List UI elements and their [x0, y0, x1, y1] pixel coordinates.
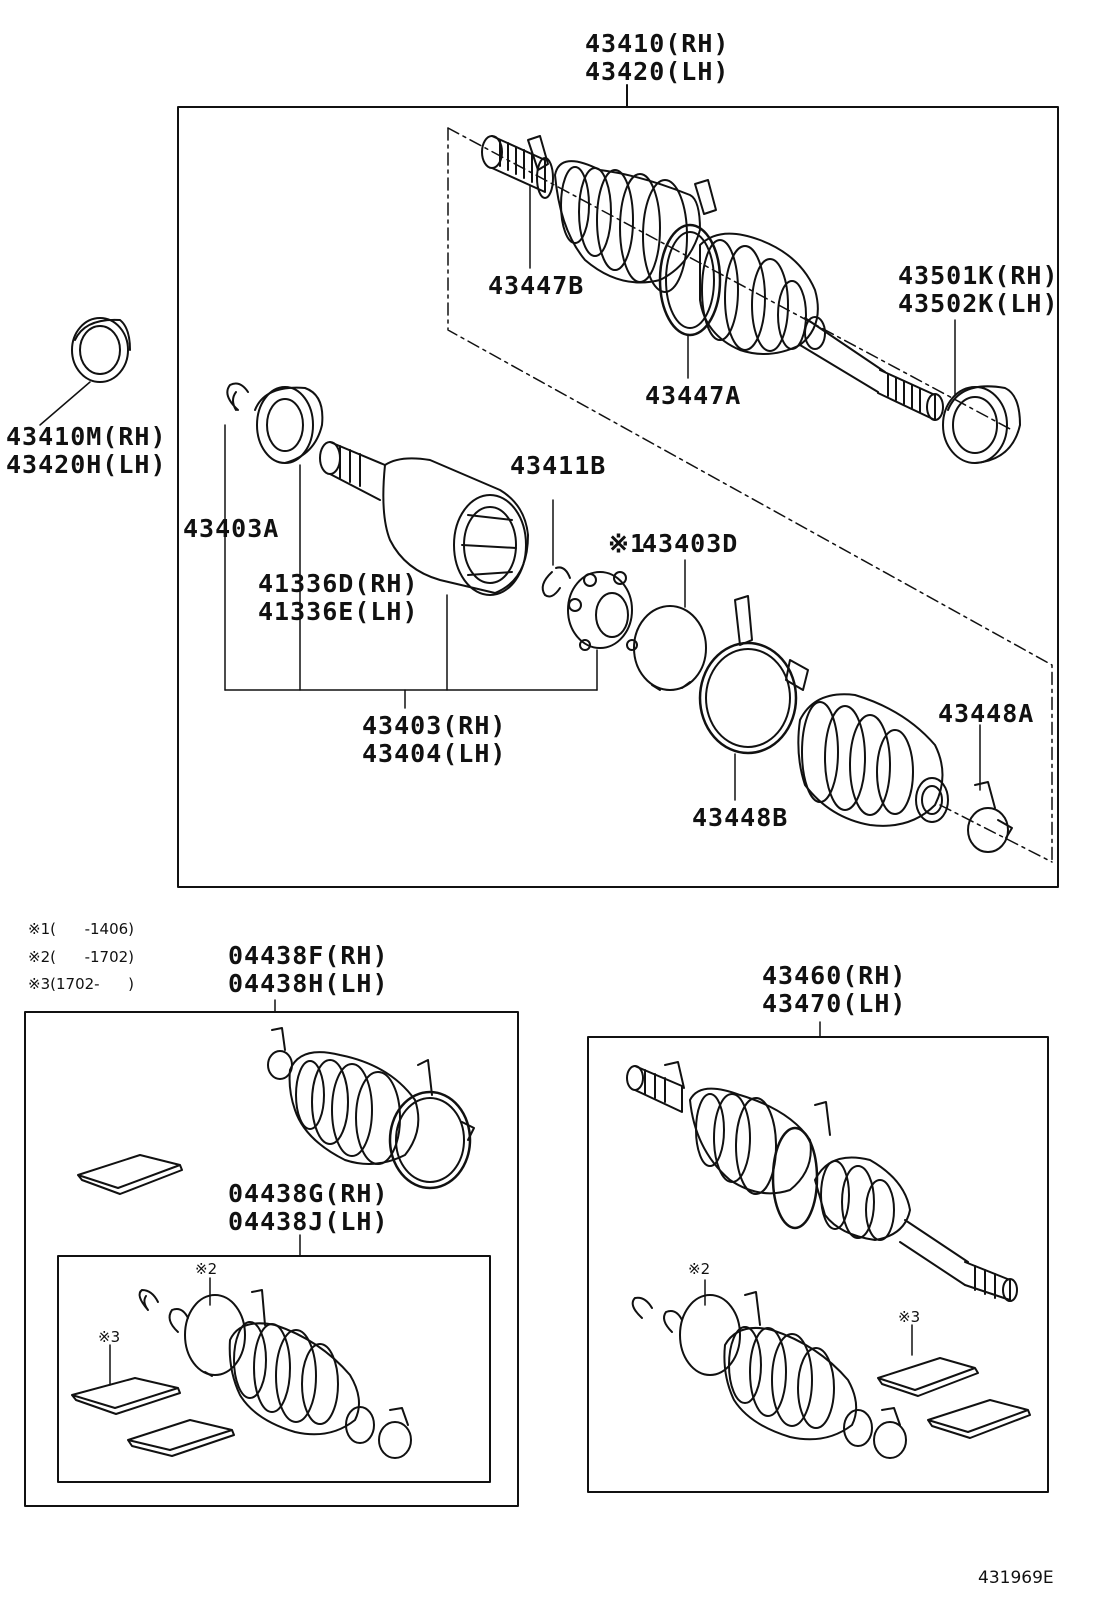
label-43411b[interactable]: 43411B: [510, 451, 607, 480]
grease-pack-2: [71, 1377, 181, 1415]
label-43420-lh[interactable]: 43420(LH): [585, 57, 730, 86]
complete-shaft-inner-parts: [631, 1291, 907, 1459]
snap-ring-2-drawing: [541, 566, 571, 598]
note-1-range: ( -1406): [50, 920, 135, 938]
main-assembly-frame: [177, 106, 1059, 888]
label-43410-rh[interactable]: 43410(RH): [585, 29, 730, 58]
note-2-range: ( -1702): [50, 948, 135, 966]
note-2: ※2( -1702): [28, 948, 134, 966]
grease-pack-3: [127, 1419, 235, 1457]
label-04438f-rh[interactable]: 04438F(RH): [228, 941, 389, 970]
label-43403a[interactable]: 43403A: [183, 514, 280, 543]
retaining-ring-drawing: [633, 605, 707, 691]
dust-deflector-drawing: [71, 317, 131, 383]
grease-pack-1: [77, 1154, 183, 1195]
tripod-joint-drawing: [567, 571, 638, 651]
outer-boot-kit-drawing: [267, 1027, 475, 1190]
note-1: ※1( -1406): [28, 920, 134, 938]
label-04438h-lh[interactable]: 04438H(LH): [228, 969, 389, 998]
label-41336e-lh[interactable]: 41336E(LH): [258, 597, 419, 626]
complete-shaft-frame: [587, 1036, 1049, 1493]
note-3-range: (1702- ): [50, 975, 135, 993]
boot-band-drawing: [698, 595, 809, 755]
label-43460-rh[interactable]: 43460(RH): [762, 961, 907, 990]
inner-seal-drawing: [254, 386, 324, 464]
boot-kit-frame: [24, 1011, 519, 1507]
label-41336d-rh[interactable]: 41336D(RH): [258, 569, 419, 598]
grease-pack-5: [927, 1399, 1031, 1439]
label-43447a[interactable]: 43447A: [645, 381, 742, 410]
mark-2-left: ※2: [195, 1260, 218, 1278]
label-43447b[interactable]: 43447B: [488, 271, 585, 300]
label-43502k-lh[interactable]: 43502K(LH): [898, 289, 1059, 318]
label-43470-lh[interactable]: 43470(LH): [762, 989, 907, 1018]
note-2-mark: ※2: [28, 948, 51, 966]
label-43403d-mark: ※1: [608, 529, 646, 558]
inner-boot-drawing: [797, 693, 949, 827]
label-43420h-lh[interactable]: 43420H(LH): [6, 450, 167, 479]
label-43404-lh[interactable]: 43404(LH): [362, 739, 507, 768]
label-43501k-rh[interactable]: 43501K(RH): [898, 261, 1059, 290]
inner-boot-kit-frame: [57, 1255, 491, 1483]
outer-shaft-dashed-box: [447, 127, 1053, 863]
label-43410m-rh[interactable]: 43410M(RH): [6, 422, 167, 451]
note-1-mark: ※1: [28, 920, 51, 938]
bracket-43403: [224, 424, 598, 709]
note-3-mark: ※3: [28, 975, 51, 993]
inner-boot-kit-drawing: [138, 1289, 412, 1459]
complete-shaft-drawing: [626, 1061, 1018, 1302]
label-04438j-lh[interactable]: 04438J(LH): [228, 1207, 389, 1236]
label-43448a[interactable]: 43448A: [938, 699, 1035, 728]
mark-3-right: ※3: [898, 1308, 921, 1326]
inner-joint-housing-drawing: [319, 441, 529, 596]
label-04438g-rh[interactable]: 04438G(RH): [228, 1179, 389, 1208]
illustration-reference-number: 431969E: [978, 1568, 1054, 1588]
snap-ring-drawing: [226, 382, 249, 411]
outer-shaft-drawing: [481, 135, 944, 421]
note-3: ※3(1702- ): [28, 975, 134, 993]
mark-3-left: ※3: [98, 1328, 121, 1346]
grease-pack-4: [877, 1357, 979, 1397]
label-43403d[interactable]: 43403D: [642, 529, 739, 558]
oil-seal-drawing: [942, 385, 1021, 464]
mark-2-right: ※2: [688, 1260, 711, 1278]
small-clamp-drawing: [967, 781, 1013, 853]
label-43448b[interactable]: 43448B: [692, 803, 789, 832]
label-43403-rh[interactable]: 43403(RH): [362, 711, 507, 740]
